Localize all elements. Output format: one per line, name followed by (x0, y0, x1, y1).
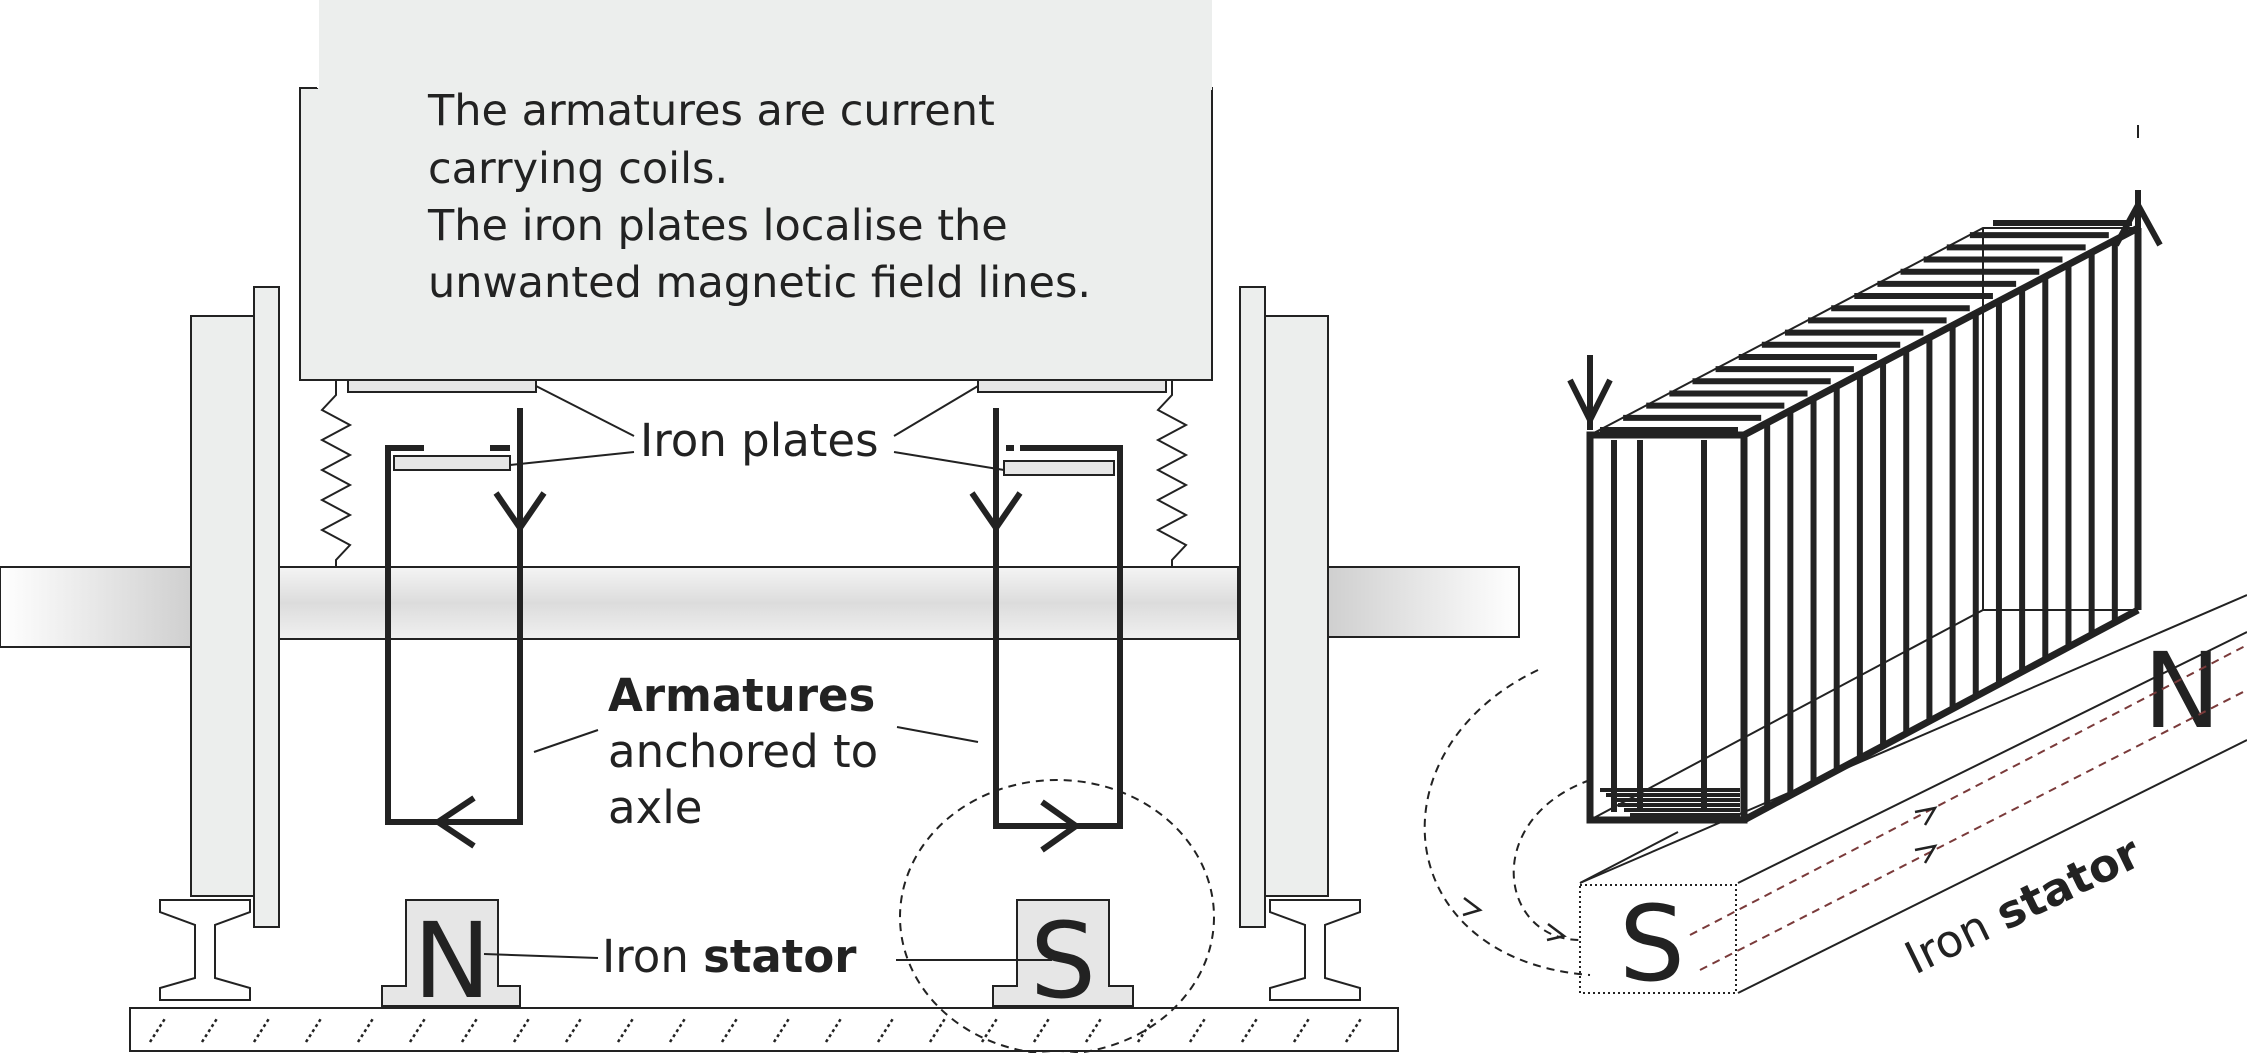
iron-plate-coil-right (1003, 460, 1115, 476)
iso-curved-arrowheads (1462, 897, 1567, 942)
track-hatch-mark (1188, 1016, 1208, 1043)
track-hatch-mark (460, 1016, 480, 1043)
iron-plates-label: Iron plates (640, 414, 879, 467)
stator-magnet-left: N (381, 899, 521, 1022)
iron-plate-top-left (347, 379, 537, 393)
rail-left (159, 899, 251, 1001)
track-hatch-mark (356, 1016, 376, 1043)
iron-stator-label-bold: stator (703, 930, 857, 983)
track-hatch-mark (1032, 1016, 1052, 1043)
axle-stub-left (0, 566, 194, 648)
iso-coil-frame (1589, 227, 2138, 821)
spring-left (319, 380, 353, 568)
armatures-label-bold: Armatures (608, 669, 875, 722)
armatures-label-line3: axle (608, 781, 702, 834)
iso-coil-front-frame (1586, 224, 2142, 824)
axle-stub-right (1326, 566, 1520, 638)
track-bed-hatch (148, 1016, 1364, 1043)
caption-line-3: The iron plates localise the (427, 201, 1008, 251)
iso-curved-field-lines (1423, 669, 1591, 976)
iso-stator-bar (1579, 594, 2247, 994)
track-bed (129, 1007, 1399, 1052)
track-hatch-mark (304, 1016, 324, 1043)
track-hatch-mark (1292, 1016, 1312, 1043)
track-hatch-mark (616, 1016, 636, 1043)
iso-stator-end-face (1579, 884, 1737, 994)
caption-text: The armatures are current carrying coils… (427, 86, 1091, 308)
caption-line-1: The armatures are current (427, 86, 995, 136)
armature-coil-left (385, 408, 547, 849)
iron-plate-coil-left (393, 455, 511, 471)
axle (278, 566, 1239, 640)
leader-lines (483, 385, 1052, 961)
spring-right (1155, 380, 1189, 568)
caption-line-2: carrying coils. (428, 144, 728, 194)
iso-field-arrowheads (1914, 806, 1938, 864)
armatures-label: Armatures anchored to axle (608, 669, 892, 834)
field-highlight-ellipse (899, 779, 1215, 1053)
track-hatch-mark (772, 1016, 792, 1043)
track-hatch-mark (512, 1016, 532, 1043)
iso-pole-label-s: S (1619, 883, 1685, 1005)
iso-coil-windings (1600, 220, 2141, 820)
wheel-left (190, 286, 280, 928)
track-hatch-mark (980, 1016, 1000, 1043)
armature-coil-right (969, 408, 1123, 853)
iron-stator-label: Iron stator (602, 930, 857, 983)
iron-plate-top-right (977, 379, 1167, 393)
armatures-label-line2: anchored to (608, 725, 878, 778)
track-hatch-mark (564, 1016, 584, 1043)
track-hatch-mark (200, 1016, 220, 1043)
track-hatch-mark (1240, 1016, 1260, 1043)
iso-field-lines (1689, 644, 2247, 971)
iso-coil-bottom-hatch (1600, 788, 1740, 817)
pole-label-left: N (413, 900, 491, 1022)
stator-magnet-right: S (992, 899, 1134, 1022)
track-hatch-mark (252, 1016, 272, 1043)
iso-pole-label-n: N (2143, 630, 2221, 752)
rail-right (1269, 899, 1361, 1001)
track-hatch-mark (408, 1016, 428, 1043)
track-hatch-mark (824, 1016, 844, 1043)
iso-current-arrows (1567, 190, 2163, 430)
track-hatch-mark (720, 1016, 740, 1043)
track-hatch-mark (148, 1016, 168, 1043)
iso-iron-stator-bold: stator (1987, 825, 2149, 940)
iron-stator-label-prefix: Iron (602, 930, 703, 983)
vehicle-body (299, 0, 1213, 381)
track-hatch-mark (1344, 1016, 1364, 1043)
wheel-right (1239, 286, 1329, 928)
track-hatch-mark (928, 1016, 948, 1043)
track-hatch-mark (876, 1016, 896, 1043)
track-hatch-mark (668, 1016, 688, 1043)
caption-line-4: unwanted magnetic field lines. (428, 258, 1091, 308)
track-hatch-mark (1136, 1016, 1156, 1043)
track-hatch-mark (1084, 1016, 1104, 1043)
